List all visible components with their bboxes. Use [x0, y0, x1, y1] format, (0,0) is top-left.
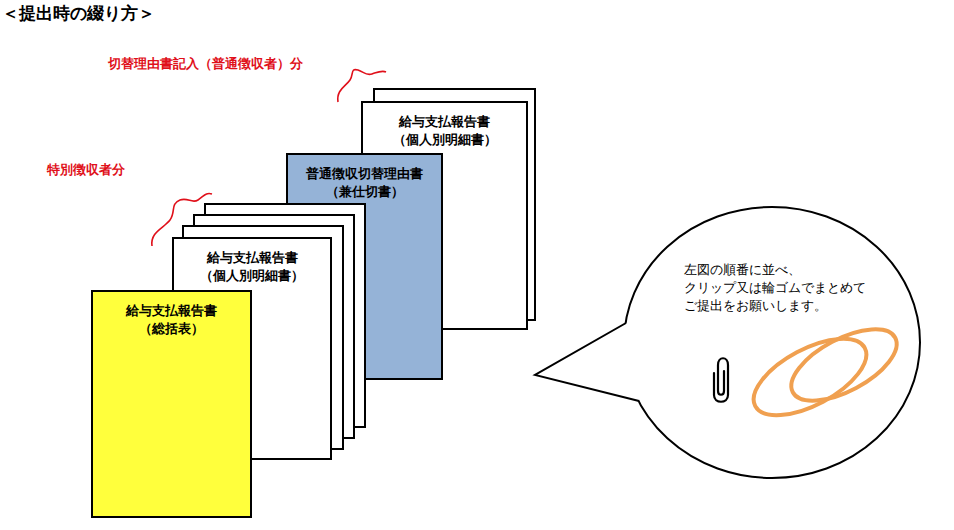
bubble-text: 左図の順番に並べ、 クリップ又は輪ゴムでまとめて ご提出をお願いします。 [684, 205, 889, 316]
group-label: 切替理由書記入（普通徴収者）分 [108, 55, 303, 73]
red-bracket [338, 70, 386, 102]
sheet-title: 給与支払報告書 （個人別明細書） [174, 239, 330, 284]
sheet-title: 給与支払報告書 （総括表） [93, 292, 250, 337]
bubble-tail [535, 323, 639, 401]
bubble-tail-fill [535, 323, 654, 401]
speech-bubble: 左図の順番に並べ、 クリップ又は輪ゴムでまとめて ご提出をお願いします。 [622, 205, 922, 480]
bubble-ellipse [624, 207, 920, 478]
page-title: ＜提出時の綴り方＞ [2, 2, 155, 25]
sheet-title: 給与支払報告書 （個人別明細書） [363, 103, 526, 148]
rubber-band-icon [781, 315, 908, 415]
bubble-outline [622, 205, 922, 480]
group-label: 特別徴収者分 [47, 161, 125, 179]
summary-sheet: 給与支払報告書 （総括表） [91, 290, 252, 518]
paper-clip-icon [714, 358, 728, 402]
sheet-title: 普通徴収切替理由書 （兼仕切書） [288, 155, 441, 200]
rubber-band-icon [742, 323, 878, 431]
